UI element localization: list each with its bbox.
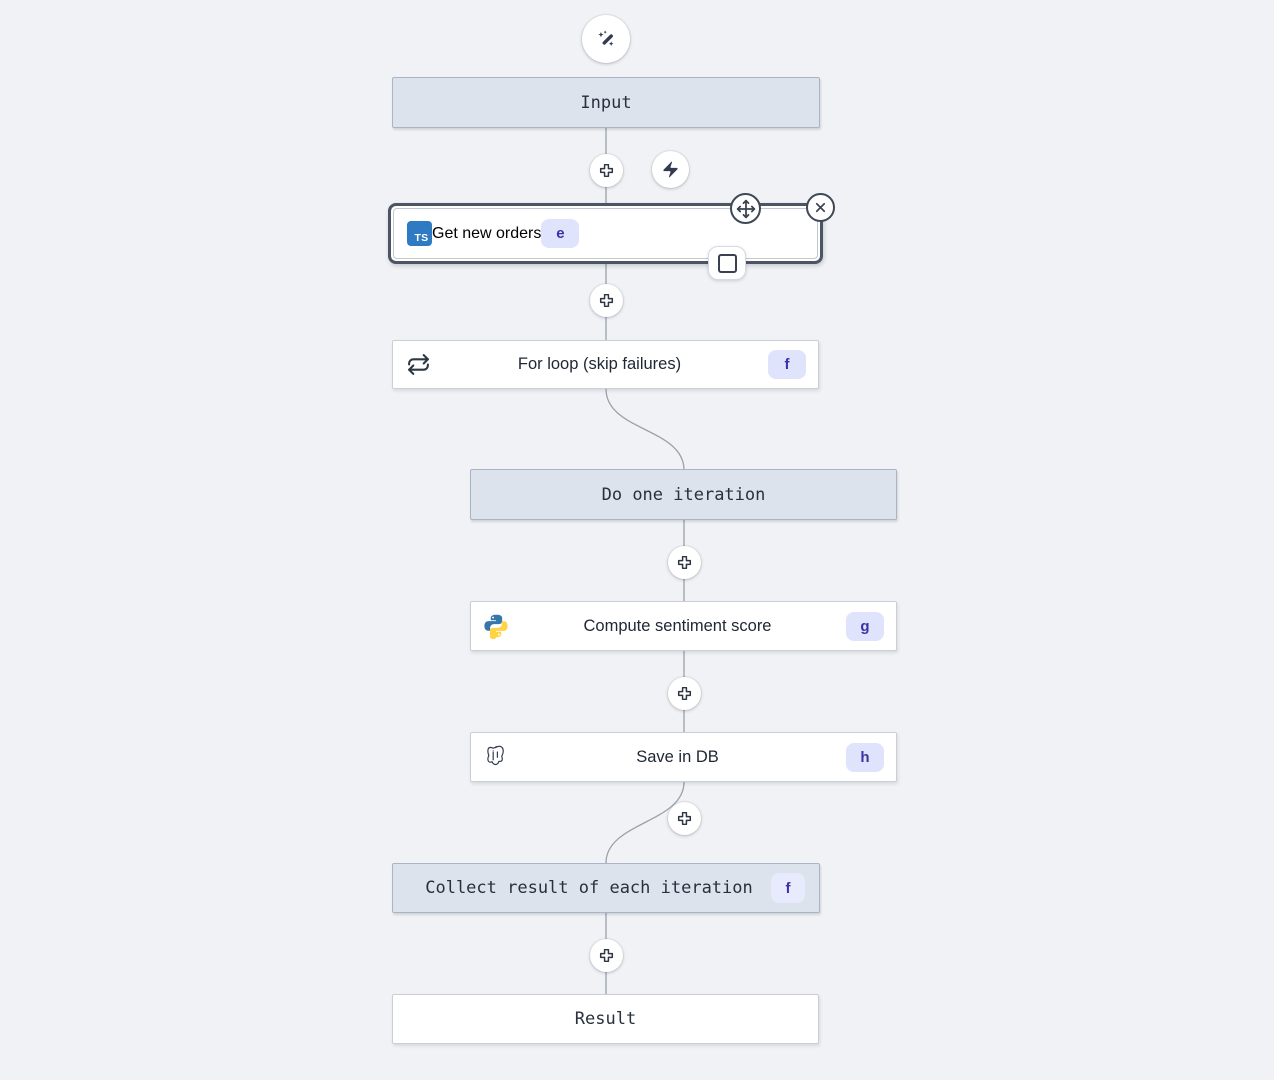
plus-icon <box>676 810 693 827</box>
plus-icon <box>676 685 693 702</box>
move-node-handle[interactable] <box>730 193 761 224</box>
node-id-badge: g <box>846 611 884 641</box>
trigger-button[interactable] <box>652 151 689 188</box>
postgresql-icon <box>483 744 509 770</box>
node-get-new-orders-label: Get new orders <box>432 224 542 242</box>
add-step-button-3[interactable] <box>668 546 701 579</box>
add-step-button-5[interactable] <box>668 802 701 835</box>
square-icon <box>717 253 737 273</box>
node-id-badge: e <box>541 219 580 248</box>
magic-wand-icon <box>595 28 618 51</box>
node-input-label: Input <box>580 92 632 113</box>
python-icon <box>483 613 509 639</box>
node-result-label: Result <box>574 1009 637 1029</box>
add-step-button-4[interactable] <box>668 677 701 710</box>
node-compute-sentiment-score[interactable]: Compute sentiment score g <box>470 601 897 651</box>
delete-node-button[interactable] <box>806 193 835 222</box>
node-do-one-iteration-label: Do one iteration <box>601 484 766 505</box>
add-step-button-6[interactable] <box>590 939 623 972</box>
typescript-icon: TS <box>406 221 432 247</box>
node-result[interactable]: Result <box>392 994 819 1044</box>
ai-wand-button[interactable] <box>582 15 630 63</box>
node-input[interactable]: Input <box>392 77 820 128</box>
plus-icon <box>598 947 615 964</box>
plus-icon <box>598 292 615 309</box>
node-collect-result[interactable]: Collect result of each iteration f <box>392 863 820 913</box>
node-compute-sentiment-score-label: Compute sentiment score <box>583 616 772 635</box>
node-for-loop-label: For loop (skip failures) <box>517 355 682 373</box>
node-save-in-db[interactable]: Save in DB h <box>470 732 897 782</box>
expand-node-button[interactable] <box>708 246 746 280</box>
node-id-badge: f <box>771 873 805 903</box>
arrows-move-icon <box>736 199 756 219</box>
plus-icon <box>676 554 693 571</box>
plus-icon <box>598 162 615 179</box>
node-for-loop[interactable]: For loop (skip failures) f <box>392 340 819 389</box>
node-id-badge: f <box>768 350 806 379</box>
node-do-one-iteration[interactable]: Do one iteration <box>470 469 897 520</box>
node-collect-result-label: Collect result of each iteration <box>425 878 753 898</box>
add-step-button-2[interactable] <box>590 284 623 317</box>
node-id-badge: h <box>846 742 884 772</box>
node-save-in-db-label: Save in DB <box>636 747 719 766</box>
add-step-button-1[interactable] <box>590 154 623 187</box>
repeat-icon <box>405 352 431 378</box>
lightning-bolt-icon <box>661 160 680 179</box>
close-icon <box>813 200 828 215</box>
